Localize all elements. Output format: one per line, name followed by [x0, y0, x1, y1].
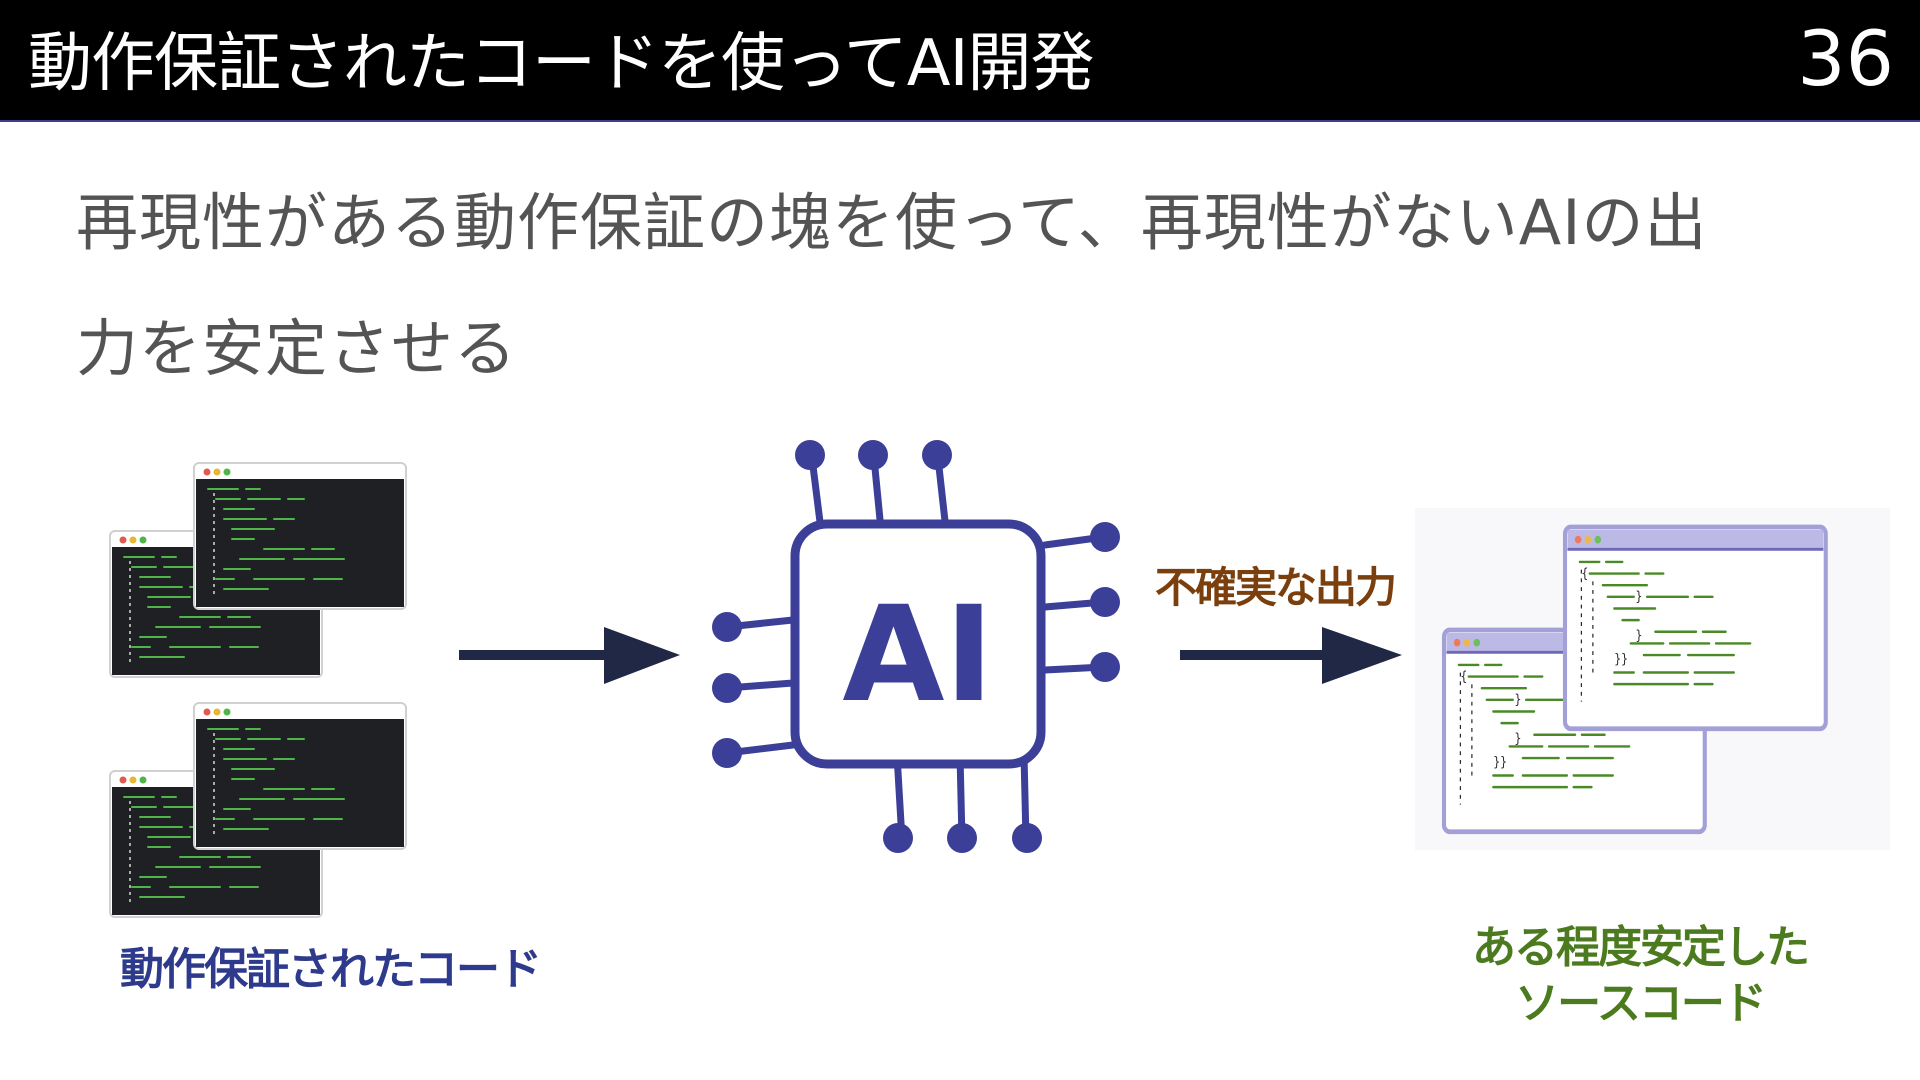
right-arrow-icon: [1180, 627, 1402, 684]
input-code-windows: [110, 463, 406, 917]
dark-code-window-icon: [110, 703, 406, 917]
right-arrow-icon: [459, 627, 680, 684]
light-code-window-icon: [1565, 527, 1826, 729]
output-label: ある程度安定した ソースコード: [1410, 920, 1870, 1032]
ai-chip-icon: AI: [712, 440, 1120, 853]
input-label: 動作保証されたコード: [90, 942, 570, 998]
ai-chip-label: AI: [842, 578, 993, 732]
output-code-windows: [1415, 508, 1890, 850]
output-label-line-1: ある程度安定した: [1410, 920, 1870, 976]
dark-code-window-icon: [110, 463, 406, 677]
output-label-line-2: ソースコード: [1410, 976, 1870, 1032]
arrow-label: 不確実な出力: [1130, 562, 1420, 614]
